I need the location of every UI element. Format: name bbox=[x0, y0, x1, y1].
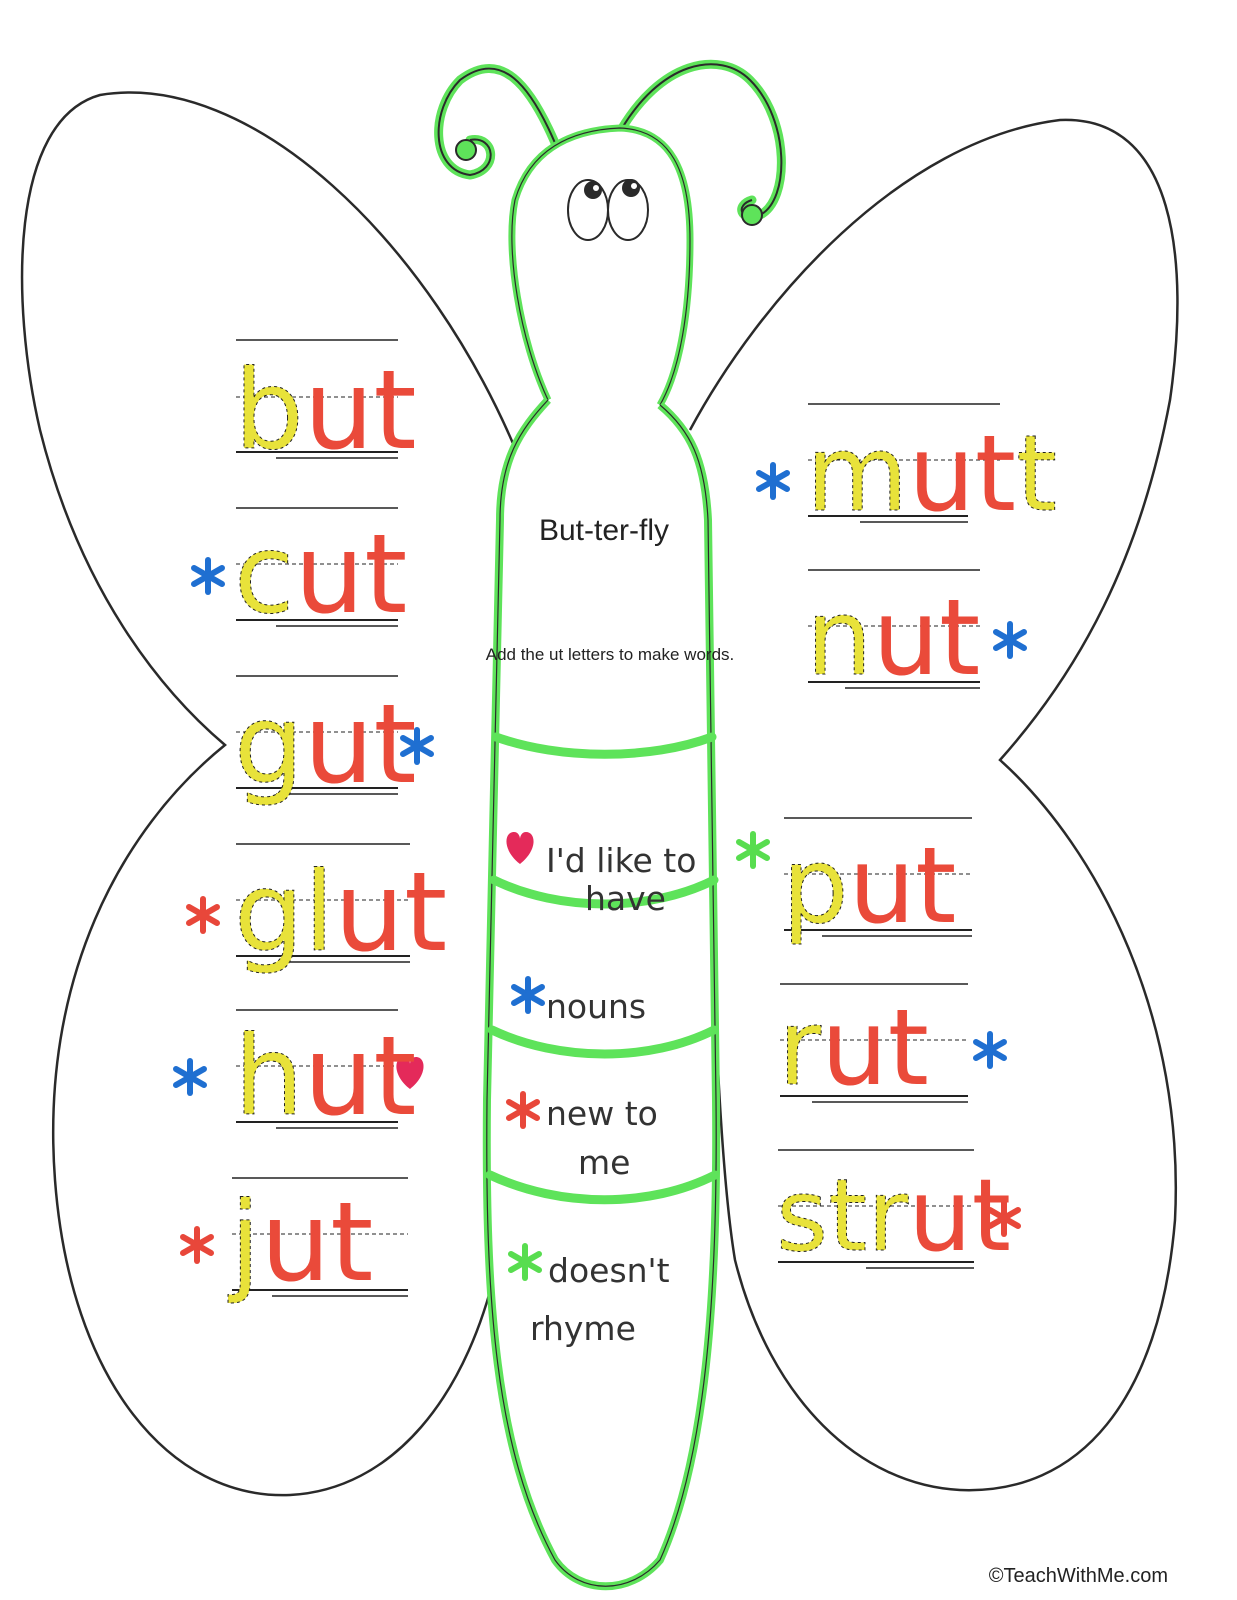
word-row: rut bbox=[778, 983, 1004, 1110]
word-row: jut bbox=[183, 1177, 408, 1307]
word-onset: j bbox=[228, 1178, 261, 1306]
legend-text: new to bbox=[546, 1094, 658, 1133]
body-title: But-ter-fly bbox=[539, 514, 669, 547]
word-onset: r bbox=[778, 987, 822, 1109]
legend-text: I'd like to bbox=[546, 841, 696, 880]
legend-item-doesnt-rhyme: doesn't rhyme bbox=[511, 1246, 670, 1348]
word-row: glut bbox=[189, 843, 447, 977]
word-rime: ut bbox=[294, 510, 407, 638]
svg-text:glut: glut bbox=[234, 848, 447, 976]
word-row: hut bbox=[176, 1009, 424, 1141]
word-extra-letter: t bbox=[1016, 413, 1057, 535]
word-onset: n bbox=[806, 577, 873, 699]
word-rime: ut bbox=[821, 987, 929, 1109]
svg-text:mutt: mutt bbox=[806, 413, 1057, 535]
svg-text:strut: strut bbox=[776, 1157, 1011, 1274]
word-onset: p bbox=[782, 825, 849, 947]
svg-text:put: put bbox=[782, 825, 956, 947]
body-stripes bbox=[485, 732, 720, 1205]
legend-text: have bbox=[585, 879, 666, 918]
left-word-list: but cut gut bbox=[176, 339, 447, 1307]
word-row: gut bbox=[234, 675, 431, 809]
word-rime: ut bbox=[304, 1012, 417, 1140]
legend-text: nouns bbox=[546, 987, 646, 1026]
legend-item-like-to-have: I'd like to have bbox=[506, 832, 696, 918]
word-row: cut bbox=[194, 507, 407, 639]
right-wing bbox=[688, 118, 1179, 1492]
svg-text:rut: rut bbox=[778, 987, 929, 1109]
legend-text: doesn't bbox=[548, 1251, 670, 1290]
word-rime: ut bbox=[304, 680, 417, 808]
word-row: mutt bbox=[759, 403, 1058, 536]
svg-text:cut: cut bbox=[234, 510, 407, 638]
svg-text:nut: nut bbox=[806, 577, 980, 699]
word-row: but bbox=[234, 339, 417, 475]
legend-text: rhyme bbox=[530, 1309, 636, 1348]
instruction-text: Add the ut letters to make words. bbox=[486, 645, 735, 664]
word-rime: ut bbox=[908, 1157, 1011, 1274]
word-row: put bbox=[739, 817, 972, 948]
word-row: nut bbox=[806, 569, 1024, 700]
word-onset: gl bbox=[234, 848, 334, 976]
word-rime: ut bbox=[261, 1178, 374, 1306]
legend-text: me bbox=[578, 1143, 630, 1182]
word-rime: ut bbox=[873, 577, 981, 699]
word-onset: b bbox=[234, 346, 304, 474]
word-onset: c bbox=[234, 510, 294, 638]
right-word-list: mutt nut put bbox=[739, 403, 1058, 1275]
word-rime: ut bbox=[334, 848, 447, 976]
copyright-text: ©TeachWithMe.com bbox=[989, 1565, 1168, 1587]
butterfly-head bbox=[508, 124, 694, 407]
svg-text:but: but bbox=[234, 346, 417, 474]
legend: I'd like to have nouns new to me doesn't… bbox=[506, 832, 696, 1348]
word-rime: ut bbox=[304, 346, 417, 474]
svg-text:hut: hut bbox=[234, 1012, 417, 1140]
word-rime: ut bbox=[908, 413, 1016, 535]
word-onset: str bbox=[776, 1157, 909, 1274]
eyes bbox=[567, 179, 649, 241]
legend-item-new-to-me: new to me bbox=[509, 1094, 658, 1182]
word-onset: g bbox=[234, 680, 304, 808]
word-onset: h bbox=[234, 1012, 304, 1140]
legend-item-nouns: nouns bbox=[514, 979, 646, 1026]
word-rime: ut bbox=[849, 825, 957, 947]
antennae bbox=[434, 59, 786, 226]
svg-text:gut: gut bbox=[234, 680, 417, 808]
svg-text:jut: jut bbox=[228, 1178, 373, 1306]
word-row: strut bbox=[776, 1149, 1018, 1275]
word-onset: m bbox=[806, 413, 908, 535]
left-wing bbox=[20, 91, 522, 1497]
